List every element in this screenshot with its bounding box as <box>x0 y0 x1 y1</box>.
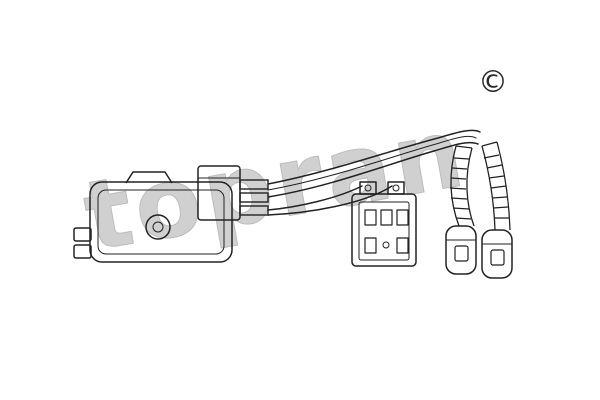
conduit-left-edge-b <box>466 147 475 227</box>
conduit-right-cap <box>481 141 498 147</box>
mounting-tab-lower <box>73 244 92 259</box>
plug-tab-right-hole <box>392 184 400 192</box>
module-connector-housing <box>197 165 241 221</box>
wire-2 <box>267 135 477 191</box>
terminal-slot-4 <box>364 237 377 254</box>
copyright-mark: © <box>478 65 508 100</box>
mounting-tab-upper <box>73 227 92 242</box>
terminal-1-body <box>445 225 477 275</box>
terminal-slot-5 <box>396 237 409 254</box>
module-top-bump <box>125 171 173 184</box>
terminal-2-body <box>481 229 513 279</box>
plug-center-hole <box>382 241 390 249</box>
plug-tab-left <box>359 181 377 195</box>
pin-2 <box>239 192 269 203</box>
plug-tab-left-hole <box>364 184 372 192</box>
module-connector-pins <box>239 179 269 216</box>
wire-3 <box>267 141 479 198</box>
terminal-slot-2 <box>380 209 393 226</box>
plug-body <box>351 193 417 267</box>
pin-1 <box>239 179 269 190</box>
wire-to-plug-right <box>267 185 393 216</box>
terminal-slot-1 <box>364 209 377 226</box>
conduit-left-cap <box>455 145 473 149</box>
plug-inner-frame <box>358 201 410 261</box>
terminal-1-window <box>454 245 469 262</box>
round-terminal-1 <box>445 225 477 275</box>
module-screw-hole-center <box>152 221 164 233</box>
pin-3 <box>239 205 269 216</box>
wiring-harness <box>267 129 481 216</box>
module-body-inner <box>97 189 225 255</box>
terminal-2-window <box>490 249 505 266</box>
corrugated-conduit-left <box>449 145 475 227</box>
conduit-right-edge-b <box>496 141 511 231</box>
resistor-module <box>73 165 241 263</box>
conduit-right-edge-a <box>481 145 496 231</box>
plug-tab-right <box>387 181 405 195</box>
corrugated-conduit-right <box>481 141 511 231</box>
wire-1 <box>267 129 481 185</box>
module-body <box>89 181 233 263</box>
round-terminal-2 <box>481 229 513 279</box>
plug-connector <box>351 181 417 267</box>
module-screw-hole <box>145 214 171 240</box>
terminal-slot-3 <box>396 209 409 226</box>
wire-to-plug-left <box>267 185 363 211</box>
